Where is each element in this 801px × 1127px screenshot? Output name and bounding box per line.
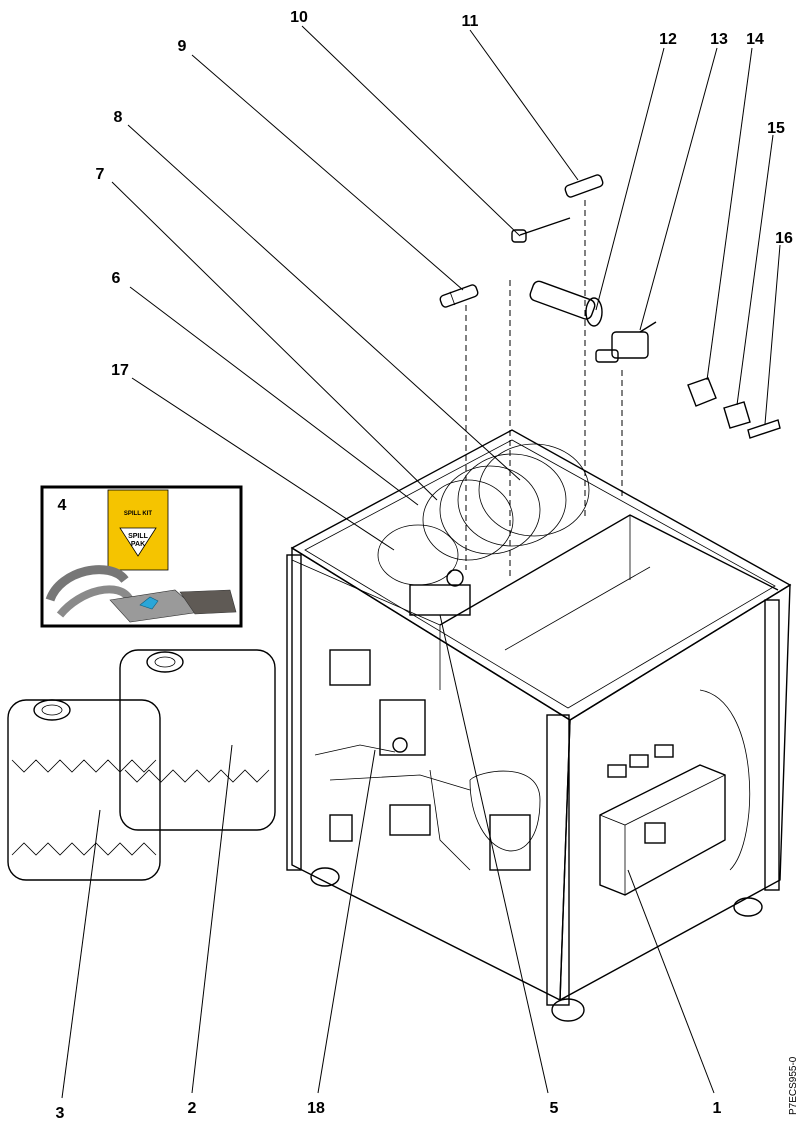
callout-6: 6	[112, 270, 121, 287]
part-10-hose	[511, 217, 571, 243]
part-11-fitting	[564, 174, 604, 198]
callout-8: 8	[114, 109, 123, 126]
callout-4: 4	[58, 497, 67, 514]
assembly-dash-lines	[465, 200, 623, 580]
callout-15: 15	[767, 120, 785, 137]
part-9-fitting	[439, 284, 479, 308]
corner-post-front	[546, 714, 570, 1006]
callout-13: 13	[710, 31, 728, 48]
part-15-bracket	[723, 401, 751, 429]
callout-7: 7	[96, 166, 105, 183]
callout-1: 1	[713, 1100, 722, 1117]
part-16-strap	[747, 419, 781, 439]
part-12-coupling	[529, 280, 603, 327]
callout-5: 5	[550, 1100, 559, 1117]
figure-id: P7ECS955-0	[788, 1056, 799, 1115]
callout-12: 12	[659, 31, 677, 48]
caster-left	[310, 867, 340, 887]
part-13-valve	[595, 321, 657, 363]
cabinet-left-face	[291, 546, 571, 1002]
spill-kit-bag-line2: SPILL	[128, 533, 149, 540]
callout-3: 3	[56, 1105, 65, 1122]
manifold-block	[409, 584, 471, 616]
coolant-jug-3	[7, 699, 161, 881]
part-14-bracket	[687, 377, 717, 407]
leader-lines	[61, 25, 781, 1099]
cabinet-top-frame	[290, 429, 792, 721]
callout-11: 11	[462, 13, 479, 30]
caster-right	[733, 897, 763, 917]
callout-10: 10	[290, 9, 308, 26]
spill-kit-inset: SPILL KIT SPILL PAK	[40, 485, 243, 628]
cooling-unit-cabinet	[286, 429, 792, 1022]
coolant-jug-2	[119, 649, 276, 831]
absorbent-sock	[45, 565, 129, 602]
spill-kit-bag-line3: PAK	[131, 541, 145, 548]
left-bay-components	[314, 649, 541, 871]
spill-kit-bag-line1: SPILL KIT	[124, 511, 153, 517]
callout-9: 9	[178, 38, 187, 55]
corner-post-right	[764, 599, 780, 891]
callout-2: 2	[188, 1100, 197, 1117]
callout-14: 14	[746, 31, 764, 48]
caster-front	[551, 998, 585, 1022]
glove-icon	[139, 596, 159, 610]
callout-17: 17	[111, 362, 129, 379]
corner-post-left	[286, 554, 302, 871]
callout-18: 18	[307, 1100, 325, 1117]
electronics-box	[599, 689, 751, 896]
callout-16: 16	[775, 230, 793, 247]
cabinet-right-face	[559, 583, 791, 1002]
callout-labels: 1 2 3 4 5 6 7 8 9 10 11 12 13 14 15 16 1…	[56, 9, 793, 1122]
